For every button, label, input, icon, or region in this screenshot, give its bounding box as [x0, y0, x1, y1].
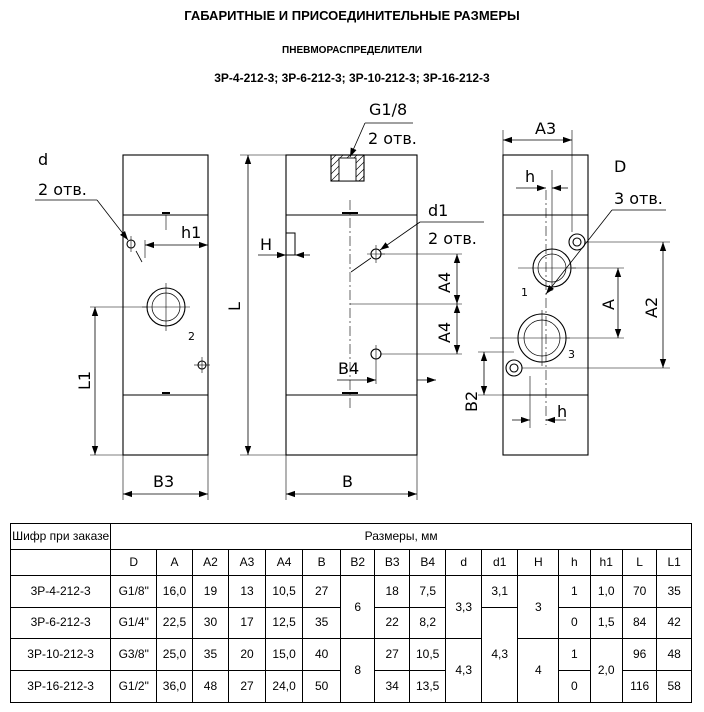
label-d-count: 2 отв. [38, 180, 87, 199]
merged-d-a: 3,3 [445, 574, 482, 640]
page-subtitle: ПНЕВМОРАСПРЕДЕЛИТЕЛИ [282, 45, 422, 56]
label-d1-count: 2 отв. [428, 229, 477, 248]
left-view [35, 154, 210, 500]
label-D: D [614, 157, 626, 176]
col-B3: B3 [374, 548, 410, 576]
technical-drawing: d 2 отв. h1 2 L1 B3 [35, 100, 670, 500]
col-B2: B2 [339, 548, 376, 576]
table-row: 3Р-4-212-3 G1/8" 16,0 19 13 10,5 27 6 18… [9, 574, 692, 640]
label-A: A [599, 299, 618, 310]
table-row: 3Р-16-212-3 G1/2" 36,0 48 27 24,0 50 34 … [9, 670, 692, 703]
merged-h1-b: 2,0 [589, 638, 623, 703]
col-h1: h1 [589, 548, 623, 576]
label-L1: L1 [75, 371, 94, 390]
merged-B2-b: 8 [339, 638, 376, 703]
page-title: ГАБАРИТНЫЕ И ПРИСОЕДИНИТЕЛЬНЫЕ РАЗМЕРЫ [184, 8, 520, 23]
col-H: H [517, 548, 560, 576]
label-A2: A2 [642, 297, 661, 318]
right-view-labels: A3 D 3 отв. h 1 3 A A2 B2 h [462, 119, 663, 421]
label-port-3: 3 [568, 348, 575, 361]
label-d: d [38, 150, 48, 169]
label-port-2: 2 [188, 330, 195, 343]
col-d1: d1 [480, 548, 519, 576]
label-B2: B2 [462, 391, 481, 412]
col-A4: A4 [264, 548, 304, 576]
merged-h1-a: 1,0 [589, 574, 623, 608]
middle-view-labels: G1/8 2 отв. d1 2 отв. H L A4 A4 B4 B [225, 100, 477, 491]
col-h: h [558, 548, 591, 576]
col-B4: B4 [408, 548, 447, 576]
merged-H-b: 4 [517, 638, 560, 703]
left-view-labels: d 2 отв. h1 2 L1 B3 [38, 150, 201, 491]
label-B: B [342, 472, 353, 491]
label-B4: B4 [338, 359, 359, 378]
label-B3: B3 [153, 472, 174, 491]
merged-d-b: 4,3 [445, 638, 482, 703]
label-A3: A3 [535, 119, 556, 138]
col-A2: A2 [191, 548, 230, 576]
col-A3: A3 [228, 548, 266, 576]
header-dimensions: Размеры, мм [110, 523, 692, 550]
table-row: 3Р-10-212-3 G3/8" 25,0 35 20 15,0 40 8 2… [9, 638, 692, 703]
right-body-outline [502, 154, 589, 456]
merged-d1-b: 4,3 [480, 606, 519, 704]
col-A: A [156, 548, 193, 576]
model-list: 3Р-4-212-3; 3Р-6-212-3; 3Р-10-212-3; 3Р-… [214, 71, 490, 85]
merged-d1-a: 3,1 [480, 574, 519, 608]
row-code: 3Р-6-212-3 [9, 606, 112, 640]
col-L: L [621, 548, 658, 576]
col-L1: L1 [656, 548, 692, 576]
label-H: H [260, 235, 272, 254]
merged-H-a: 3 [517, 574, 560, 640]
left-body-outline [122, 154, 209, 456]
label-h1: h1 [181, 223, 201, 242]
table-row: 3Р-6-212-3 G1/4" 22,5 30 17 12,5 35 22 8… [9, 606, 692, 704]
label-A4-upper: A4 [435, 272, 454, 293]
label-L: L [225, 302, 244, 311]
label-G-count: 2 отв. [368, 129, 417, 148]
label-port-1: 1 [521, 286, 528, 299]
label-d1: d1 [428, 201, 448, 220]
col-d: d [445, 548, 482, 576]
middle-view [240, 122, 484, 500]
right-view [478, 130, 670, 456]
table-header-row: D A A2 A3 A4 B B2 B3 B4 d d1 H h h1 L L1 [9, 548, 692, 576]
dimensions-table: Шифр при заказе Размеры, мм D A A2 A3 A4… [9, 523, 692, 704]
row-code: 3Р-4-212-3 [9, 574, 112, 608]
col-D: D [110, 548, 158, 576]
row-code: 3Р-16-212-3 [9, 670, 112, 703]
label-A4-lower: A4 [435, 322, 454, 343]
label-h-bottom: h [557, 402, 567, 421]
label-D-count: 3 отв. [614, 189, 663, 208]
label-h-top: h [525, 167, 535, 186]
label-G: G1/8 [369, 100, 407, 119]
col-B: B [302, 548, 341, 576]
merged-B2-a: 6 [339, 574, 376, 640]
header-order-code: Шифр при заказе [9, 523, 112, 550]
middle-body-outline [285, 154, 418, 456]
row-code: 3Р-10-212-3 [9, 638, 112, 672]
